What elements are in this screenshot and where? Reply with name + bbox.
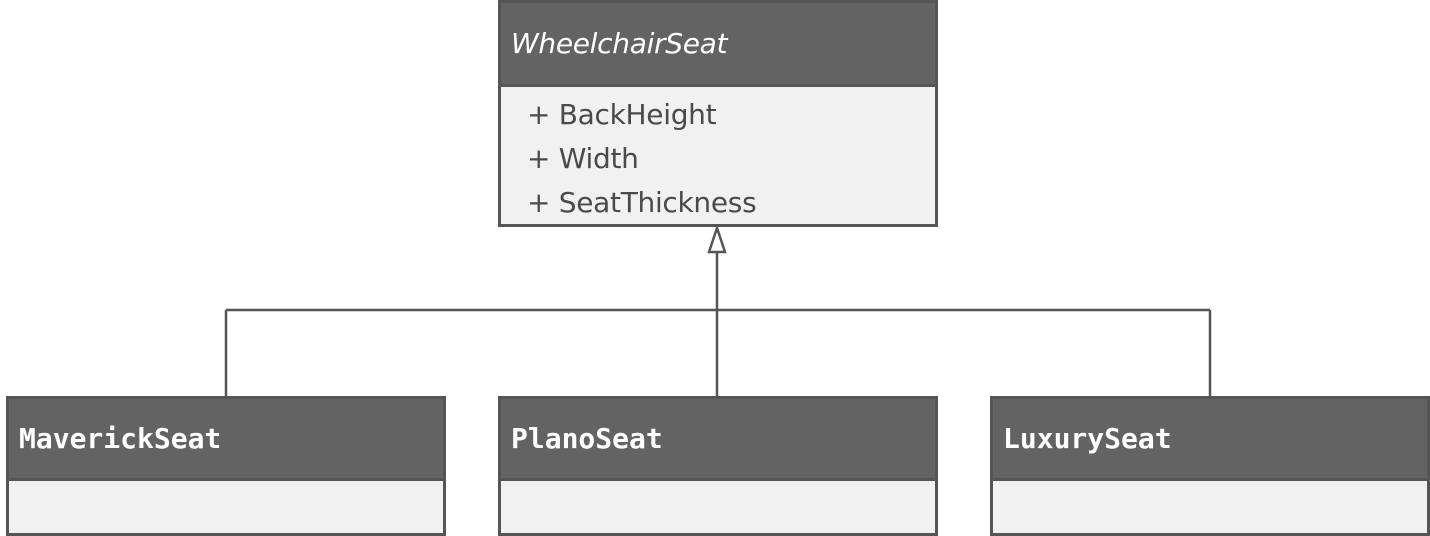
class-luxuryseat[interactable]: LuxurySeat	[990, 396, 1430, 536]
class-header: WheelchairSeat	[501, 3, 935, 87]
attribute-seatthickness: + SeatThickness	[527, 186, 757, 219]
class-name: PlanoSeat	[511, 422, 663, 455]
attribute-backheight: + BackHeight	[527, 98, 717, 131]
class-planoseat[interactable]: PlanoSeat	[498, 396, 938, 536]
class-attributes: + BackHeight + Width + SeatThickness	[501, 87, 935, 225]
class-name: WheelchairSeat	[511, 27, 728, 60]
class-maverickseat[interactable]: MaverickSeat	[6, 396, 446, 536]
class-wheelchairseat[interactable]: WheelchairSeat + BackHeight + Width + Se…	[498, 0, 938, 227]
class-header: LuxurySeat	[993, 399, 1427, 481]
class-name: MaverickSeat	[19, 422, 222, 455]
generalization-arrowhead	[707, 224, 727, 254]
class-header: PlanoSeat	[501, 399, 935, 481]
class-name: LuxurySeat	[1003, 422, 1172, 455]
attribute-width: + Width	[527, 142, 639, 175]
class-header: MaverickSeat	[9, 399, 443, 481]
